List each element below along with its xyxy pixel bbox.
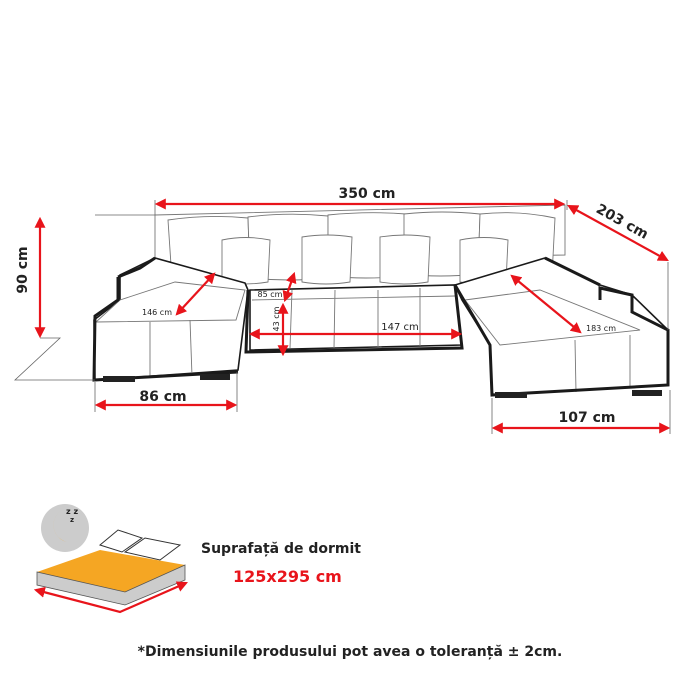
left-chaise-length-label: 146 cm: [142, 308, 172, 317]
right-chaise-length-label: 183 cm: [586, 324, 616, 333]
right-chaise-width-label: 107 cm: [559, 410, 616, 426]
dimension-arrows: [34, 198, 671, 434]
seat-depth-label: 85 cm: [258, 290, 283, 299]
sleeping-area-label: Suprafață de dormit: [201, 541, 361, 557]
depth-right-label: 203 cm: [593, 201, 651, 243]
sofa-illustration: [13, 200, 671, 434]
svg-text:z z: z z: [66, 507, 78, 516]
middle-width-label: 147 cm: [381, 322, 419, 333]
total-width-label: 350 cm: [339, 186, 396, 202]
svg-text:z: z: [70, 516, 74, 524]
sleeping-area-value: 125x295 cm: [233, 567, 342, 586]
seat-height-label: 43 cm: [272, 306, 281, 331]
left-chaise-width-label: 86 cm: [139, 389, 186, 405]
height-label: 90 cm: [15, 246, 31, 293]
sleeping-bed-moon-icon: z z z: [33, 504, 189, 614]
tolerance-footnote: *Dimensiunile produsului pot avea o tole…: [137, 644, 563, 660]
